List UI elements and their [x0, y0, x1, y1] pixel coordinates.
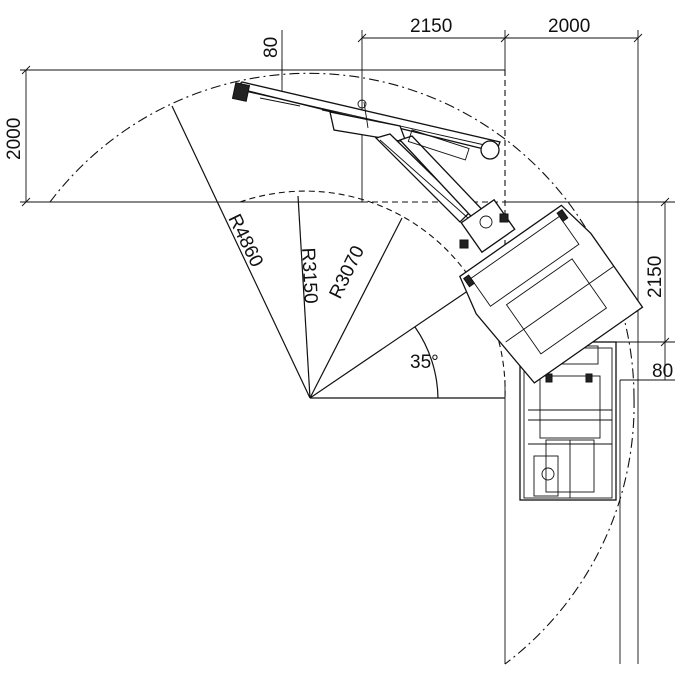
dimension-lines [21, 33, 670, 380]
label-r4860: R4860 [224, 211, 267, 271]
dim-top-2150: 2150 [410, 16, 452, 37]
dim-top-80: 80 [261, 37, 282, 58]
dim-right-80: 80 [652, 361, 673, 382]
label-r3150: R3150 [297, 247, 321, 304]
dim-left-2000: 2000 [4, 118, 25, 160]
front-chassis [458, 204, 644, 384]
dim-top-2000: 2000 [548, 16, 590, 37]
dim-right-2150: 2150 [645, 256, 666, 298]
radius-lines [171, 105, 505, 399]
label-r3070: R3070 [326, 243, 369, 303]
drill-boom [231, 81, 516, 254]
label-angle-35: 35° [410, 352, 439, 373]
